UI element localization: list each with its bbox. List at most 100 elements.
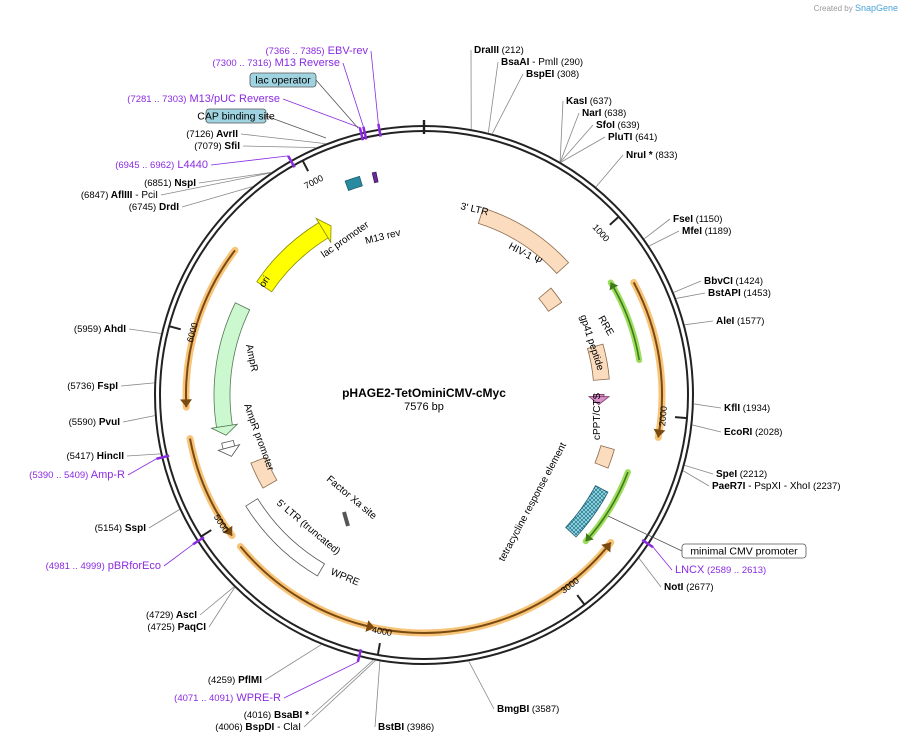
- enzyme-label-bbvci[interactable]: BbvCI (1424): [704, 276, 763, 287]
- feature-tetracycline-response-element[interactable]: [565, 485, 609, 538]
- primer-line-pbrforeco: [163, 543, 194, 567]
- primer-label-ebv-rev[interactable]: (7366 .. 7385) EBV-rev: [265, 45, 368, 57]
- primer-mark-l4440: [287, 155, 296, 168]
- enzyme-label-paqci[interactable]: (4725) PaqCI: [147, 622, 206, 633]
- enzyme-label-sfoi[interactable]: SfoI (639): [596, 120, 640, 131]
- feature-ampr-promoter[interactable]: [217, 439, 241, 457]
- enzyme-label-nrui-[interactable]: NruI * (833): [626, 150, 678, 161]
- enzyme-range-fspi: (5736): [67, 381, 94, 392]
- primer-mark-wpre-r: [356, 649, 363, 663]
- enzyme-label-mfei[interactable]: MfeI (1189): [682, 226, 731, 237]
- enzyme-line-afliii: [160, 172, 271, 196]
- enzyme-label-spei[interactable]: SpeI (2212): [716, 469, 767, 480]
- enzyme-label-kasi[interactable]: KasI (637): [566, 96, 612, 107]
- enzyme-label-bspdi[interactable]: (4006) BspDI - ClaI: [215, 722, 301, 733]
- label-3-ltr: 3' LTR: [459, 201, 489, 218]
- enzyme-label-pflmi[interactable]: (4259) PflMI: [208, 675, 262, 686]
- enzyme-name-pluti: PluTI: [608, 132, 633, 143]
- label-ampr: AmpR: [243, 343, 260, 372]
- orf-arcs: [180, 246, 666, 637]
- enzyme-label-bsaai[interactable]: BsaAI - PmlI (290): [501, 57, 583, 68]
- enzyme-line-paqci: [208, 587, 236, 628]
- primer-range-ebv-rev: (7366 .. 7385): [265, 46, 324, 57]
- green-orf-arrowhead-1: [585, 533, 594, 542]
- enzyme-label-pvui[interactable]: (5590) PvuI: [69, 417, 121, 428]
- enzyme-label-bspei[interactable]: BspEI (308): [526, 69, 579, 80]
- primer-sites[interactable]: (7366 .. 7385) EBV-rev(7300 .. 7316) M13…: [29, 45, 766, 704]
- tick-label-4000: 4000: [371, 625, 392, 638]
- orf-line-2: [239, 545, 375, 629]
- feature-lac-promoter[interactable]: [344, 175, 363, 191]
- restriction-sites[interactable]: DraIII (212)BsaAI - PmlI (290)BspEI (308…: [67, 45, 841, 733]
- enzyme-label-pluti[interactable]: PluTI (641): [608, 132, 657, 143]
- enzyme-label-noti[interactable]: NotI (2677): [664, 582, 714, 593]
- enzyme-range-sfii: (7079): [194, 141, 221, 152]
- enzyme-line-pvui: [122, 415, 155, 423]
- enzyme-label-hincii[interactable]: (5417) HincII: [67, 451, 125, 462]
- enzyme-label-bmgbi[interactable]: BmgBI (3587): [497, 704, 559, 715]
- enzyme-range-avrii: (7126): [186, 129, 213, 140]
- enzyme-label-ecori[interactable]: EcoRI (2028): [724, 427, 782, 438]
- primer-line-m13-reverse: [342, 62, 364, 127]
- primer-label-wpre-r[interactable]: (4071 .. 4091) WPRE-R: [174, 692, 281, 704]
- enzyme-line-spei: [684, 465, 714, 475]
- enzyme-range-paqci: (4725): [147, 622, 174, 633]
- enzyme-label-asci[interactable]: (4729) AscI: [146, 610, 197, 621]
- feature-ori[interactable]: [256, 217, 332, 293]
- primer-name-amp-r: Amp-R: [88, 469, 125, 481]
- feature-rre[interactable]: [587, 343, 610, 381]
- enzyme-name-bspei: BspEI: [526, 69, 555, 80]
- orf-arrowhead-4: [180, 399, 193, 408]
- feature-m13-rev[interactable]: [371, 171, 379, 184]
- enzyme-label-drdi[interactable]: (6745) DrdI: [129, 202, 179, 213]
- enzyme-extra-paer7i: - PspXI - XhoI: [745, 481, 810, 492]
- primer-label-amp-r[interactable]: (5390 .. 5409) Amp-R: [29, 469, 125, 481]
- enzyme-line-bspei: [491, 73, 524, 134]
- enzyme-label-ahdi[interactable]: (5959) AhdI: [74, 324, 126, 335]
- boxed-line-lac-operator: [315, 79, 359, 129]
- enzyme-label-sspi[interactable]: (5154) SspI: [95, 523, 147, 534]
- primer-name-m13-reverse: M13 Reverse: [272, 57, 340, 69]
- enzyme-range-spei: (2212): [737, 469, 767, 480]
- feature-gp41-peptide[interactable]: [587, 394, 611, 406]
- feature-hiv-1-[interactable]: [538, 287, 563, 312]
- enzyme-label-sfii[interactable]: (7079) SfiI: [194, 141, 240, 152]
- primer-label-l4440[interactable]: (6945 .. 6962) L4440: [115, 159, 208, 171]
- feature-3-ltr[interactable]: [477, 207, 570, 275]
- enzyme-label-nspi[interactable]: (6851) NspI: [144, 178, 196, 189]
- feature-ampr[interactable]: [210, 302, 251, 436]
- label-cppt: cPPT/CTS: [592, 392, 603, 440]
- orf-arrowhead-0: [653, 428, 666, 438]
- enzyme-name-spei: SpeI: [716, 469, 737, 480]
- feature-cppt-cts[interactable]: [594, 445, 615, 469]
- orf-arrowhead-3: [222, 525, 233, 536]
- snapgene-credit: Created by SnapGene: [814, 3, 898, 13]
- feature-wpre[interactable]: [245, 498, 326, 577]
- enzyme-label-nari[interactable]: NarI (638): [582, 108, 626, 119]
- enzyme-line-paer7i: [682, 470, 710, 487]
- enzyme-range-asci: (4729): [146, 610, 173, 621]
- enzyme-label-kfli[interactable]: KflI (1934): [724, 403, 770, 414]
- enzyme-label-bstapi[interactable]: BstAPI (1453): [708, 288, 771, 299]
- enzyme-range-kasi: (637): [587, 96, 612, 107]
- primer-line-ebv-rev: [370, 50, 379, 124]
- primer-label-m13-puc-reverse[interactable]: (7281 .. 7303) M13/pUC Reverse: [127, 93, 280, 105]
- feature-5-ltr-truncated-[interactable]: [250, 456, 278, 489]
- enzyme-label-afliii[interactable]: (6847) AflIII - PciI: [81, 190, 158, 201]
- primer-mark-amp-r: [156, 454, 170, 460]
- enzyme-label-paer7i[interactable]: PaeR7I - PspXI - XhoI (2237): [712, 481, 841, 492]
- primer-label-lncx[interactable]: LNCX (2589 .. 2613): [675, 564, 766, 576]
- primer-label-m13-reverse[interactable]: (7300 .. 7316) M13 Reverse: [212, 57, 340, 69]
- enzyme-label-bsabi-[interactable]: (4016) BsaBI *: [244, 710, 309, 721]
- enzyme-label-fsei[interactable]: FseI (1150): [673, 214, 722, 225]
- enzyme-label-bstbi[interactable]: BstBI (3986): [378, 722, 434, 733]
- enzyme-label-alei[interactable]: AleI (1577): [716, 316, 764, 327]
- enzyme-range-pvui: (5590): [69, 417, 96, 428]
- enzyme-label-fspi[interactable]: (5736) FspI: [67, 381, 118, 392]
- primer-label-pbrforeco[interactable]: (4981 .. 4999) pBRforEco: [46, 560, 161, 572]
- enzyme-name-hincii: HincII: [94, 451, 124, 462]
- enzyme-label-draiii[interactable]: DraIII (212): [474, 45, 524, 56]
- enzyme-range-bstbi: (3986): [404, 722, 434, 733]
- enzyme-label-avrii[interactable]: (7126) AvrII: [186, 129, 238, 140]
